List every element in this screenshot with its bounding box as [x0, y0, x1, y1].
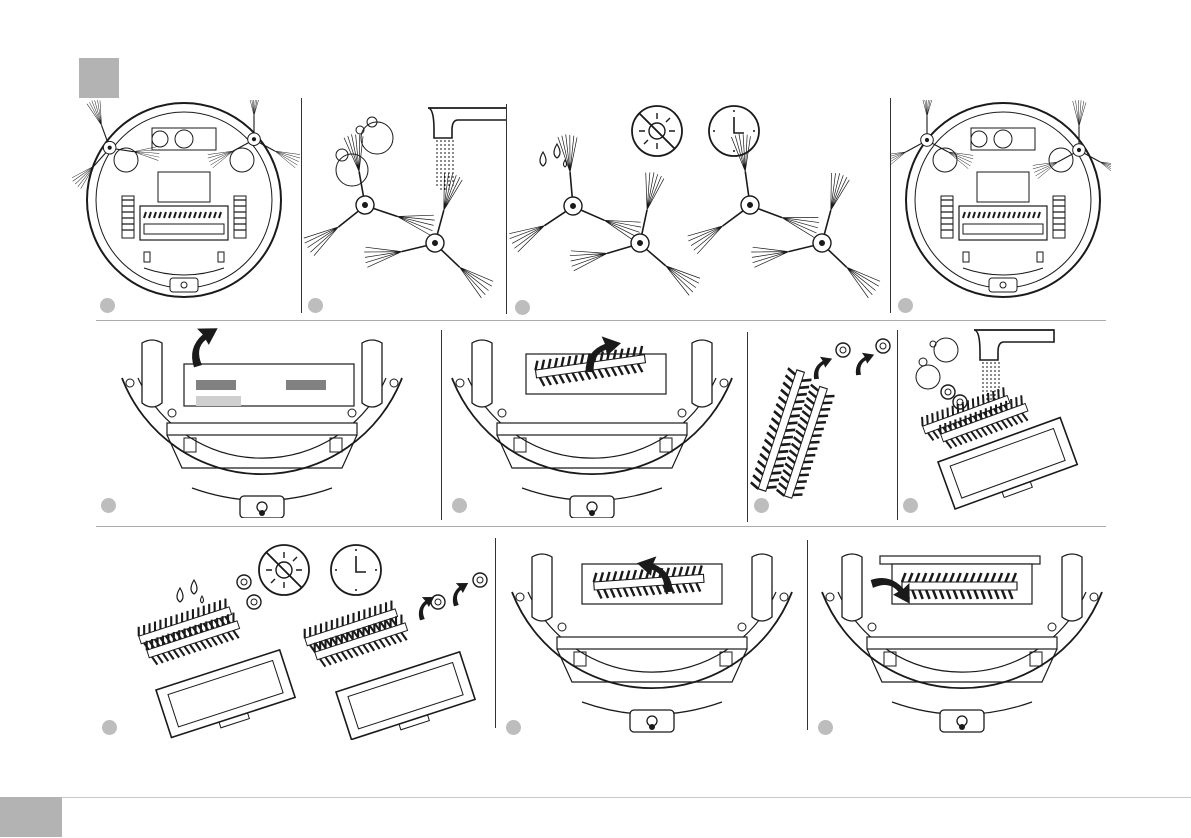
arrow-icon — [178, 322, 230, 369]
remove-main-brush-panel — [442, 322, 746, 518]
row-divider — [96, 526, 1106, 527]
robot-half-icon — [808, 530, 1108, 740]
remove-brush-caps-panel — [748, 322, 896, 518]
rinse-main-brush-panel — [898, 322, 1108, 518]
dry-and-reassemble-brush-panel — [96, 530, 494, 740]
robot-half-icon — [442, 322, 746, 518]
rinse-side-brushes-panel — [302, 100, 506, 315]
brush-frame-icon — [336, 652, 477, 740]
step-badge — [102, 720, 117, 735]
side-brush-icon — [748, 156, 889, 299]
side-brush-icon — [507, 129, 642, 253]
clock-icon — [709, 106, 759, 156]
remove-side-brushes-panel — [72, 100, 300, 315]
arrow-icon — [444, 578, 475, 608]
step-badge — [903, 498, 918, 513]
side-brush-icon — [302, 123, 437, 257]
brush-cap-icon — [953, 395, 967, 409]
robot-half-icon — [96, 322, 440, 518]
step-badge — [452, 498, 467, 513]
water-drops-icon — [540, 144, 567, 167]
brush-cap-icon — [247, 595, 261, 609]
robot-bottom-icon — [891, 100, 1111, 315]
side-brush-icon — [567, 159, 720, 297]
step-badge — [101, 498, 116, 513]
water-tap-icon — [428, 108, 506, 192]
robot-bottom-icon — [72, 100, 300, 315]
step-badge — [100, 298, 115, 313]
step-badge — [506, 720, 521, 735]
brush-cap-icon — [941, 385, 955, 399]
open-brush-cover-panel — [96, 322, 440, 518]
step-badge — [754, 498, 769, 513]
dry-side-brushes-panel — [507, 100, 889, 315]
insert-main-brush-panel — [496, 530, 806, 740]
brush-cap-icon — [237, 575, 251, 589]
clock-icon — [331, 545, 381, 595]
step-badge — [308, 298, 323, 313]
water-drops-icon — [177, 580, 204, 603]
row-divider — [96, 320, 1106, 321]
water-tap-icon — [974, 330, 1054, 414]
bubbles-icon — [336, 117, 393, 186]
robot-half-icon — [496, 530, 806, 740]
side-brush-icon — [361, 156, 506, 299]
step-badge — [818, 720, 833, 735]
step-badge — [898, 298, 913, 313]
brush-cap-icon — [876, 339, 890, 353]
brush-frame-icon — [156, 650, 297, 740]
chapter-tab — [79, 58, 119, 98]
bubbles-icon — [916, 338, 958, 389]
refit-side-brushes-panel — [891, 100, 1111, 315]
no-sun-icon — [259, 545, 309, 595]
brush-cap-icon — [473, 573, 487, 587]
arrow-icon — [808, 353, 838, 380]
footer-band — [0, 797, 1191, 838]
brush-cap-icon — [836, 343, 850, 357]
step-badge — [515, 300, 530, 315]
close-brush-cover-panel — [808, 530, 1108, 740]
footer-tab — [0, 797, 62, 837]
no-sun-icon — [632, 106, 682, 156]
arrow-icon — [850, 349, 880, 376]
